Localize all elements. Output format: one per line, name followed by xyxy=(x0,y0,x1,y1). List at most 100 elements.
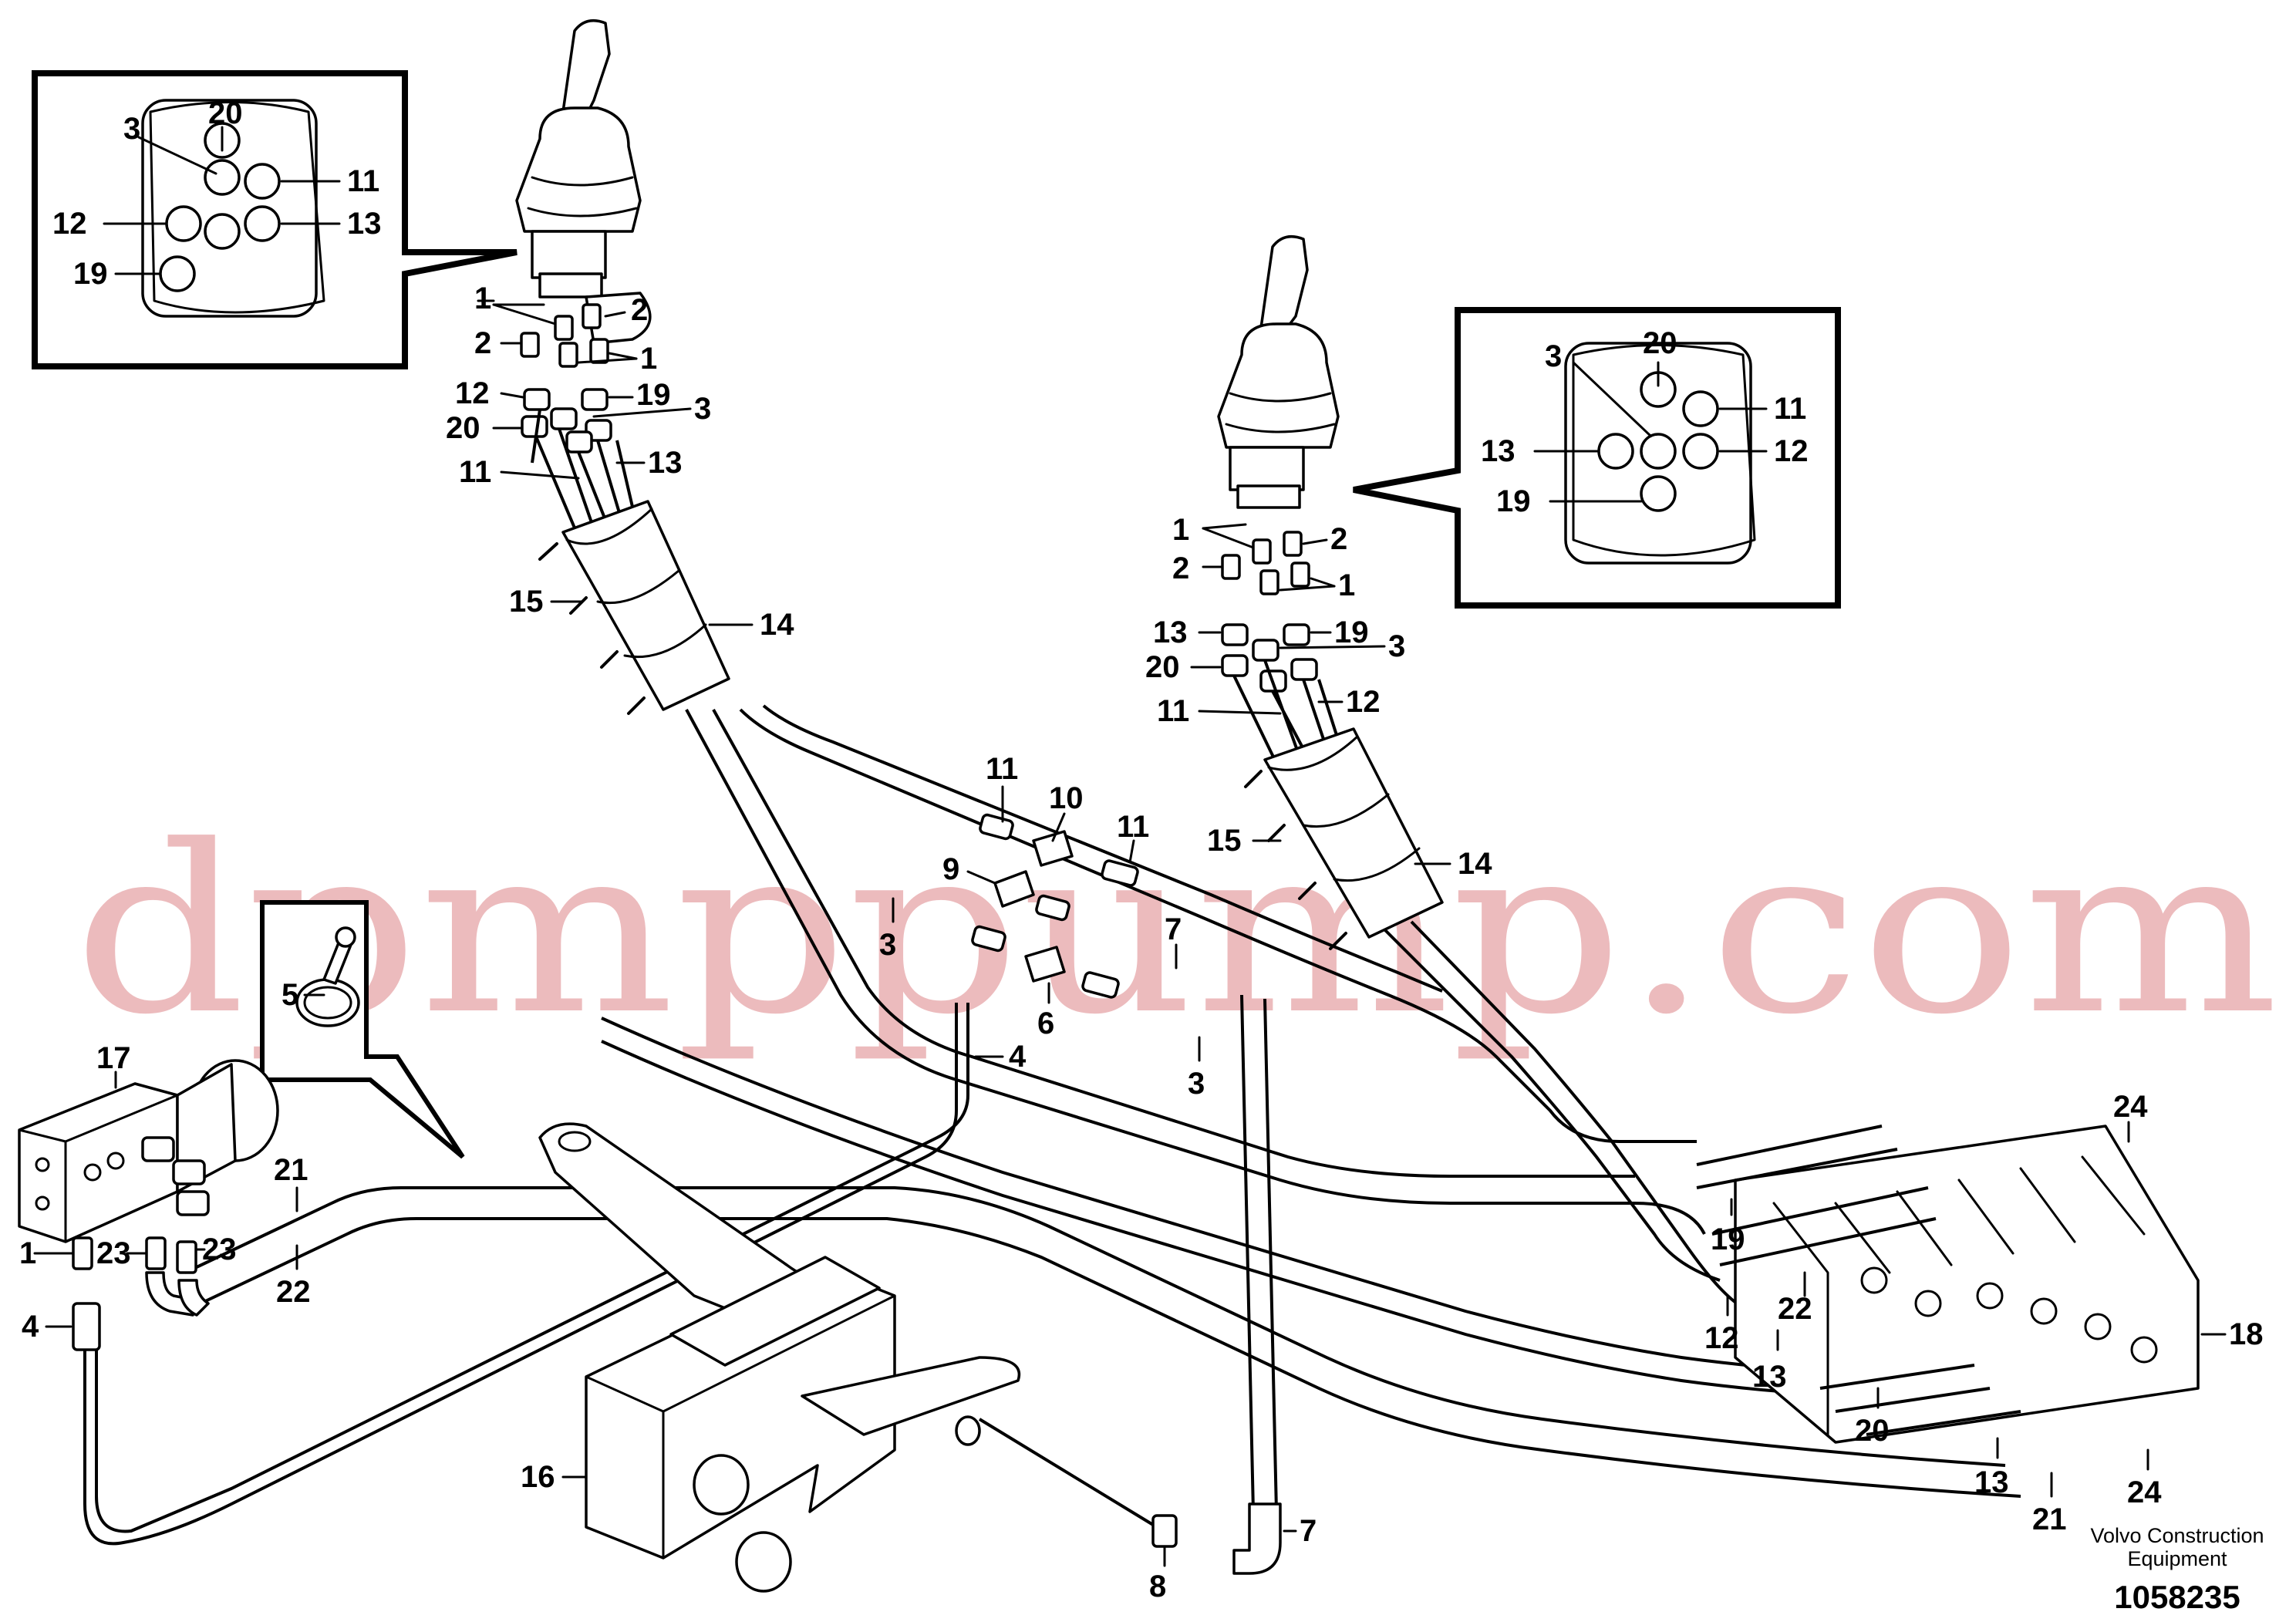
right-detail-label-19: 19 xyxy=(1496,484,1531,518)
left-detail-label-13: 13 xyxy=(347,207,382,241)
lj-label-1a: 1 xyxy=(474,282,491,315)
rj-label-1b: 1 xyxy=(1338,568,1355,602)
cv-label-19: 19 xyxy=(1711,1222,1745,1256)
rj-label-2a: 2 xyxy=(1330,522,1347,556)
pedal-port-a xyxy=(693,1454,750,1516)
rj-label-1a: 1 xyxy=(1172,513,1189,547)
lj-label-2a: 2 xyxy=(631,293,648,327)
port-center-fitting xyxy=(204,213,241,250)
left-joystick: 1 2 2 1 12 19 3 20 11 13 15 14 xyxy=(446,19,794,715)
left-joystick-boot xyxy=(515,106,642,233)
center-label-11a: 11 xyxy=(986,752,1018,786)
rj-label-3: 3 xyxy=(1388,629,1405,663)
right-callout-detail: 20 3 11 13 12 19 xyxy=(1353,307,1841,609)
left-detail-label-12: 12 xyxy=(52,207,87,241)
center-label-4: 4 xyxy=(1009,1040,1027,1074)
lv-label-21: 21 xyxy=(274,1153,308,1187)
rj-label-20: 20 xyxy=(1145,650,1180,684)
center-fittings: 11 10 11 9 3 7 6 4 3 xyxy=(879,752,1205,1101)
left-valve-block-17: 17 1 23 23 21 22 4 xyxy=(18,1041,311,1351)
lj-label-2b: 2 xyxy=(474,326,491,360)
center-label-3a: 3 xyxy=(879,928,896,962)
lj-label-13: 13 xyxy=(648,446,683,480)
center-label-11b: 11 xyxy=(1117,810,1149,844)
cv-label-24a: 24 xyxy=(2113,1090,2148,1124)
label-7b: 7 xyxy=(1300,1514,1317,1548)
port-12-fitting xyxy=(165,205,202,242)
center-label-7a: 7 xyxy=(1165,912,1182,946)
lj-label-1b: 1 xyxy=(640,342,657,376)
lv-label-22: 22 xyxy=(276,1275,311,1309)
cv-label-20: 20 xyxy=(1855,1414,1890,1448)
right-hose-fittings xyxy=(1221,623,1318,693)
left-callout-detail: 20 3 11 12 13 19 xyxy=(32,70,518,369)
port-11-fitting xyxy=(244,163,281,200)
right-detail-label-11: 11 xyxy=(1774,392,1806,426)
rj-label-2b: 2 xyxy=(1172,551,1189,585)
center-label-10: 10 xyxy=(1049,781,1084,815)
left-detail-label-19: 19 xyxy=(73,257,108,291)
rj-label-13: 13 xyxy=(1153,615,1188,649)
cv-label-24b: 24 xyxy=(2127,1475,2162,1509)
center-label-6: 6 xyxy=(1037,1007,1054,1040)
cv-label-12: 12 xyxy=(1704,1321,1739,1355)
left-clamps-15 xyxy=(538,542,646,715)
right-joystick-handle xyxy=(1259,234,1309,333)
right-joystick-valve-block xyxy=(1229,446,1305,491)
lv-label-1: 1 xyxy=(19,1236,36,1270)
port-13-fitting xyxy=(244,205,281,242)
right-detail-label-12: 12 xyxy=(1774,434,1809,468)
lj-label-12: 12 xyxy=(455,376,490,410)
cv-label-22: 22 xyxy=(1778,1292,1812,1326)
lj-label-19: 19 xyxy=(636,378,671,412)
rj-label-14: 14 xyxy=(1458,847,1492,881)
port-19-fitting xyxy=(159,255,196,292)
lj-label-15: 15 xyxy=(509,585,544,619)
right-adapters xyxy=(1202,523,1336,595)
label-8: 8 xyxy=(1149,1570,1166,1603)
lv-label-17: 17 xyxy=(96,1041,131,1075)
lj-label-11: 11 xyxy=(459,455,491,489)
pedal-top-plate xyxy=(669,1256,881,1367)
left-joystick-valve-block xyxy=(531,230,607,279)
left-hose-fittings xyxy=(521,388,612,454)
right-joystick: 1 2 2 1 13 19 3 20 11 12 15 14 xyxy=(1145,234,1492,950)
lj-label-14: 14 xyxy=(760,608,794,642)
cv-label-13a: 13 xyxy=(1752,1360,1787,1394)
lv-label-23a: 23 xyxy=(96,1236,131,1270)
rj-label-12: 12 xyxy=(1346,685,1381,719)
rj-label-15: 15 xyxy=(1207,824,1242,858)
pedal-port-b xyxy=(735,1531,792,1593)
left-joystick-handle xyxy=(561,19,611,117)
fitting-1 xyxy=(72,1236,93,1270)
watermark-text: dpmppump.com xyxy=(73,796,2279,1065)
left-detail-label-3: 3 xyxy=(123,112,140,146)
right-protective-sleeve-14 xyxy=(1263,727,1444,939)
lj-label-20: 20 xyxy=(446,411,480,445)
clamp-label-5: 5 xyxy=(282,978,298,1012)
lv-label-4: 4 xyxy=(22,1310,39,1344)
main-control-valve-18: 24 19 22 12 13 20 18 13 24 21 xyxy=(1696,1090,2264,1536)
left-adapters xyxy=(492,303,638,368)
pedal-valve-16: 16 xyxy=(521,1122,1021,1593)
footer-credit-line1: Volvo Construction xyxy=(2090,1524,2264,1547)
right-clamps-15 xyxy=(1244,770,1347,950)
lj-label-3: 3 xyxy=(694,392,711,426)
hose-end-4 xyxy=(72,1302,101,1351)
footer-credit-line2: Equipment xyxy=(2127,1547,2227,1570)
cv-label-18: 18 xyxy=(2229,1317,2264,1351)
lv-label-23b: 23 xyxy=(202,1233,237,1266)
left-detail-label-11: 11 xyxy=(347,164,379,198)
center-label-9: 9 xyxy=(942,852,959,886)
center-label-3b: 3 xyxy=(1188,1067,1205,1101)
cv-label-21: 21 xyxy=(2032,1502,2067,1536)
hose-routing xyxy=(83,704,2021,1546)
rj-label-11: 11 xyxy=(1157,694,1189,728)
cv-label-13b: 13 xyxy=(1974,1465,2009,1499)
left-protective-sleeve-14 xyxy=(561,500,730,711)
right-detail-label-13: 13 xyxy=(1481,434,1515,468)
bottom-fittings: 8 7 xyxy=(1149,1502,1317,1603)
left-detail-label-20: 20 xyxy=(208,96,243,130)
right-detail-label-20: 20 xyxy=(1643,326,1677,360)
